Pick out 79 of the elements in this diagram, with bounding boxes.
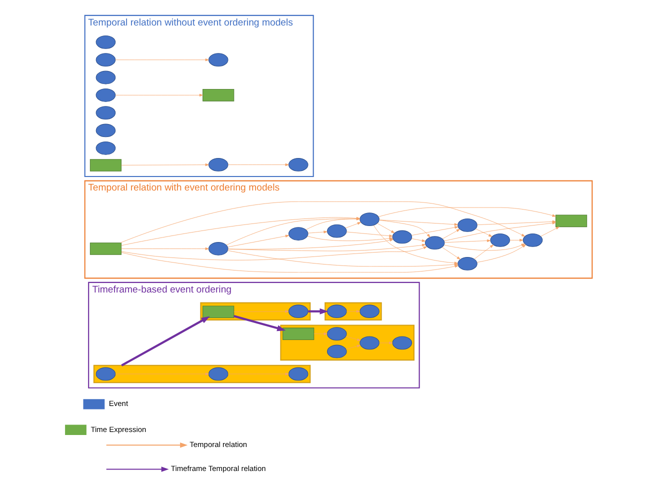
arrow — [378, 219, 458, 226]
node-circle — [326, 304, 346, 318]
arrow — [233, 310, 288, 312]
arrow — [540, 226, 559, 236]
arrow — [474, 244, 494, 259]
arrow — [410, 238, 426, 242]
node-circle — [392, 336, 412, 350]
node-circle — [95, 34, 116, 48]
arrow — [120, 316, 210, 366]
node-circle — [457, 218, 477, 232]
arrow — [308, 308, 328, 314]
node-box — [202, 88, 234, 101]
node-circle — [288, 158, 308, 171]
arrow — [120, 246, 427, 260]
arrow — [120, 246, 208, 250]
node-circle — [95, 140, 116, 154]
arrow — [114, 58, 208, 61]
arrow — [344, 222, 360, 228]
arrow — [378, 341, 392, 344]
cluster: Timeframe-based event ordering — [88, 281, 420, 388]
arrow — [476, 244, 526, 262]
cluster: Temporal relation without event ordering models — [84, 14, 314, 177]
arrow — [444, 238, 490, 242]
arrow — [227, 238, 393, 249]
node-box — [89, 242, 121, 254]
node-circle — [359, 212, 379, 226]
node-box — [282, 327, 314, 340]
arrow — [410, 226, 458, 236]
arrow — [509, 238, 523, 242]
arrow — [376, 222, 394, 233]
node-circle — [288, 304, 308, 318]
node-circle — [208, 158, 228, 171]
arrow — [378, 206, 556, 216]
node-circle — [95, 70, 116, 84]
cluster: Temporal relation with event ordering models — [84, 180, 592, 278]
arrow — [346, 231, 392, 237]
node-circle — [359, 336, 379, 350]
arrow — [442, 228, 460, 239]
node-circle — [326, 326, 346, 340]
node-box — [202, 305, 234, 318]
arrow — [227, 372, 288, 375]
arrow — [443, 243, 524, 250]
node-box — [89, 158, 121, 171]
arrow — [120, 162, 208, 166]
node-circle — [95, 106, 116, 119]
arrow — [476, 220, 556, 225]
arrow — [120, 200, 525, 242]
node-circle — [208, 52, 228, 66]
arrow — [346, 310, 360, 312]
node-box — [555, 214, 587, 227]
node-circle — [208, 242, 228, 255]
arrow — [474, 228, 492, 236]
node-circle — [326, 224, 346, 238]
node-circle — [424, 236, 444, 250]
node-circle — [95, 123, 116, 137]
node-circle — [95, 52, 116, 66]
arrow — [114, 93, 203, 96]
arrow — [233, 314, 286, 331]
arrow — [345, 336, 360, 340]
arrow — [306, 235, 392, 241]
arrow — [307, 230, 327, 233]
arrow — [441, 246, 460, 260]
node-circle — [208, 366, 228, 380]
node-circle — [326, 344, 346, 358]
node-circle — [288, 226, 308, 240]
arrow — [444, 221, 556, 241]
cluster — [92, 364, 310, 383]
arrow — [313, 332, 327, 335]
arrow — [227, 162, 288, 166]
node-circle — [359, 304, 379, 318]
node-circle — [288, 366, 308, 380]
arrow — [378, 220, 430, 237]
node-circle — [95, 88, 116, 102]
arrow — [345, 344, 360, 349]
arrow — [114, 372, 208, 375]
node-circle — [95, 366, 116, 380]
node-circle — [392, 230, 412, 244]
arrow — [227, 243, 426, 251]
arrow — [227, 234, 289, 247]
